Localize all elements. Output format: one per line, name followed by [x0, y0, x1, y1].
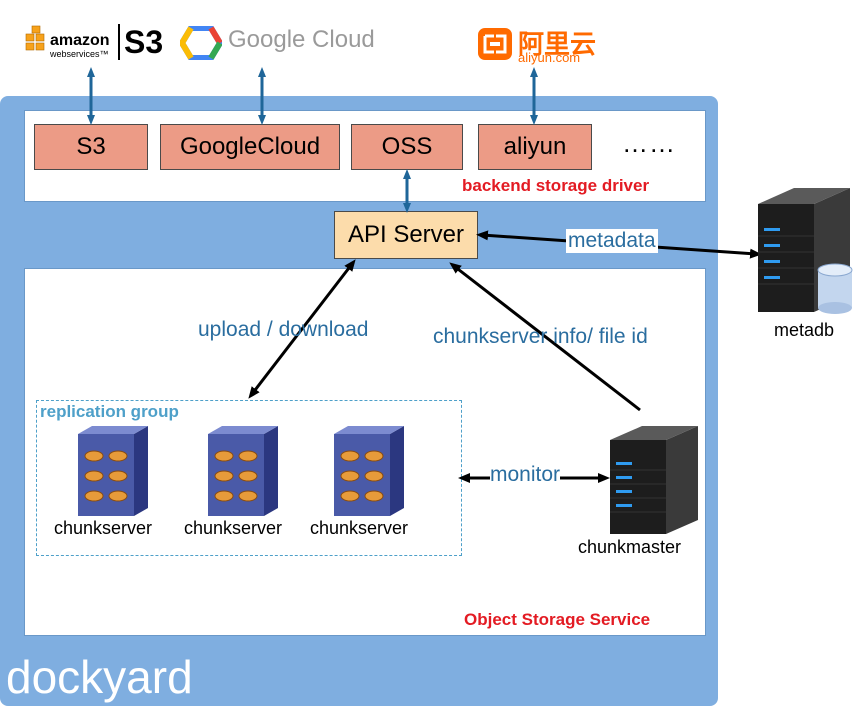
chunkserver-label: chunkserver — [310, 518, 409, 538]
upload-download-arrow — [248, 259, 356, 399]
chunkserver-icon — [208, 426, 278, 516]
backend-storage-driver-label: backend storage driver — [462, 176, 650, 195]
replication-group-label: replication group — [40, 402, 179, 421]
more-drivers-ellipsis: …… — [622, 128, 676, 158]
monitor-label: monitor — [490, 463, 561, 487]
chunkserver-label: chunkserver — [54, 518, 153, 538]
aliyun-logo-chinese: 阿里云 — [518, 29, 597, 59]
upload-download-label: upload / download — [198, 318, 369, 341]
driver-oss-box: OSS — [351, 124, 463, 170]
s3-logo-text: S3 — [118, 24, 163, 60]
chunkmaster-label: chunkmaster — [578, 537, 682, 557]
object-storage-service-label: Object Storage Service — [464, 610, 651, 629]
metadata-label: metadata — [566, 229, 658, 253]
metadb-server-icon — [758, 188, 853, 314]
google-cloud-logo-text: Google Cloud — [228, 26, 375, 53]
aliyun-icon — [478, 28, 512, 60]
aws-logo-subtext: webservices™ — [50, 49, 109, 59]
google-cloud-icon — [180, 26, 222, 60]
driver-aliyun-box: aliyun — [478, 124, 592, 170]
aliyun-logo-domain: aliyun.com — [518, 50, 581, 65]
driver-googlecloud-box: GoogleCloud — [160, 124, 340, 170]
metadb-label: metadb — [774, 320, 835, 340]
aws-logo-text: amazon — [50, 32, 110, 49]
database-cylinder-icon — [817, 263, 853, 314]
chunkserver-label: chunkserver — [184, 518, 283, 538]
dockyard-label: dockyard — [6, 651, 193, 703]
chunkserver-info-arrow — [449, 262, 641, 412]
chunkmaster-server-icon — [610, 426, 698, 534]
chunkserver-info-label: chunkserver info/ file id — [433, 325, 648, 348]
api-server-box: API Server — [334, 211, 478, 259]
chunkserver-icon — [78, 426, 148, 516]
chunkserver-icon — [334, 426, 404, 516]
driver-s3-box: S3 — [34, 124, 148, 170]
aws-cubes-logo — [25, 25, 45, 51]
